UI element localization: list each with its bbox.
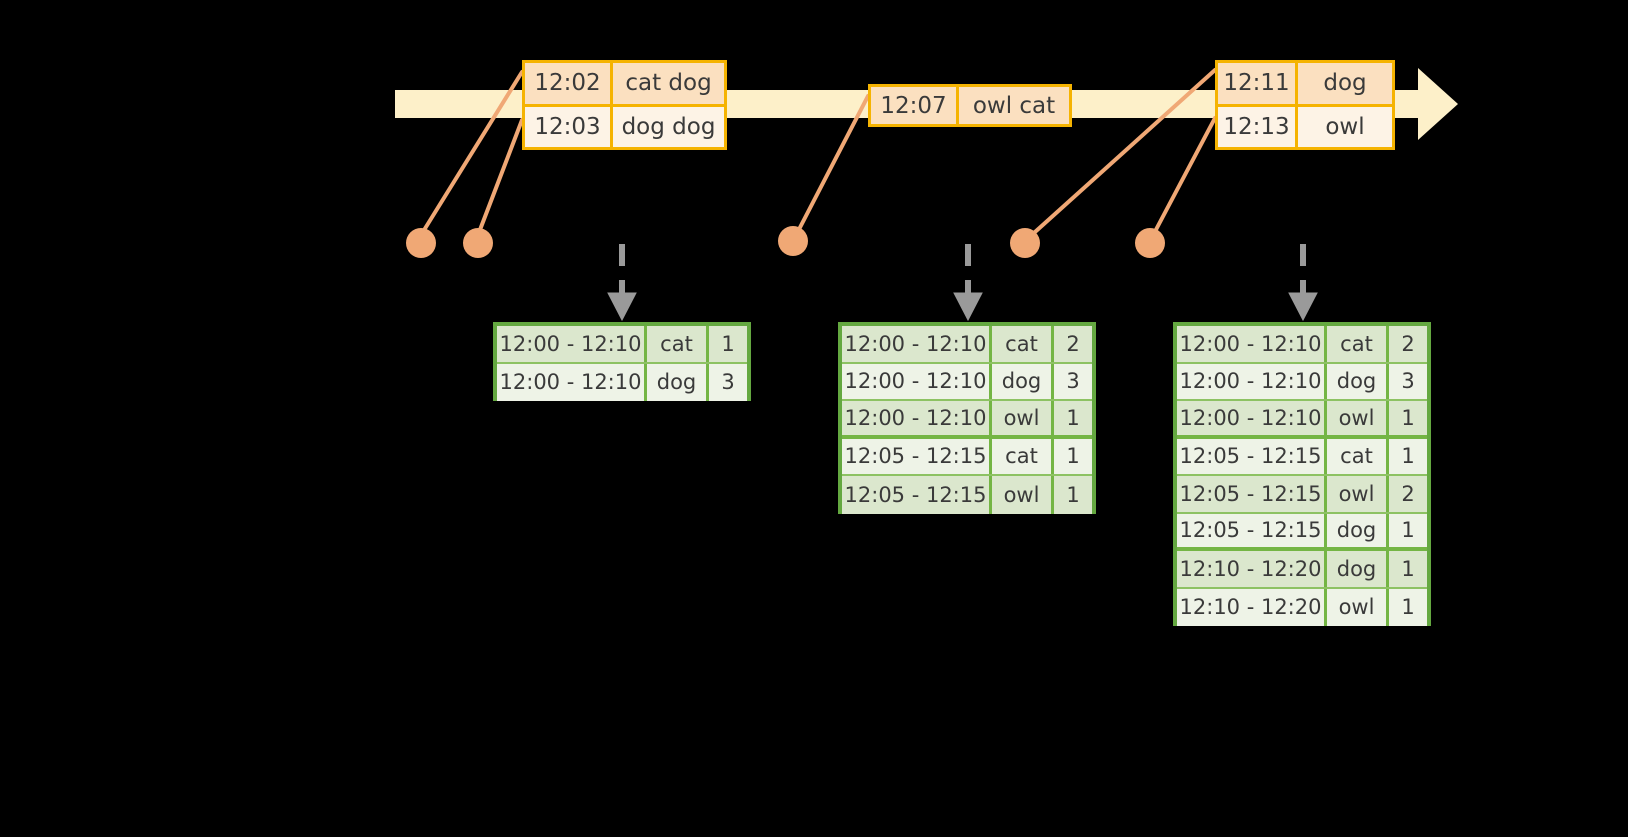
event-value: dog xyxy=(1323,70,1367,97)
key-cell: cat xyxy=(1327,326,1389,362)
window-cell: 12:05 - 12:15 xyxy=(842,476,992,514)
table-row[interactable]: 12:00 - 12:10 dog 3 xyxy=(1177,363,1427,401)
event-row[interactable]: 12:11 dog xyxy=(1218,63,1392,104)
count-cell: 1 xyxy=(1401,518,1415,543)
window-cell: 12:00 - 12:10 xyxy=(1177,326,1327,362)
count-cell: 1 xyxy=(1401,405,1415,430)
event-marker-dots xyxy=(406,226,1165,258)
event-time: 12:02 xyxy=(525,63,613,104)
event-dot-2 xyxy=(463,228,493,258)
table-row[interactable]: 12:00 - 12:10 dog 3 xyxy=(497,363,747,401)
event-time: 12:11 xyxy=(1218,63,1298,104)
emit-arrow-2 xyxy=(953,244,983,322)
key-cell: cat xyxy=(647,326,709,362)
connector-line-3 xyxy=(791,94,870,243)
table-row[interactable]: 12:05 - 12:15 dog 1 xyxy=(1177,513,1427,551)
window-cell: 12:00 - 12:10 xyxy=(842,326,992,362)
count-cell: 3 xyxy=(1066,369,1080,394)
event-row[interactable]: 12:07 owl cat xyxy=(871,87,1069,124)
window-cell: 12:00 - 12:10 xyxy=(497,363,647,401)
count-cell: 1 xyxy=(1066,482,1080,507)
count-cell: 2 xyxy=(1401,481,1415,506)
count-cell: 1 xyxy=(1401,556,1415,581)
emit-arrow-3 xyxy=(1288,244,1318,322)
result-table-2[interactable]: 12:00 - 12:10 cat 2 12:00 - 12:10 dog 3 … xyxy=(838,322,1096,514)
event-dot-1 xyxy=(406,228,436,258)
key-cell: owl xyxy=(1327,476,1389,512)
event-value: owl xyxy=(1325,113,1365,140)
table-row[interactable]: 12:00 - 12:10 cat 2 xyxy=(1177,326,1427,364)
event-dot-3 xyxy=(778,226,808,256)
key-cell: dog xyxy=(647,363,709,401)
table-row[interactable]: 12:00 - 12:10 cat 2 xyxy=(842,326,1092,364)
table-row[interactable]: 12:05 - 12:15 cat 1 xyxy=(1177,438,1427,476)
count-cell: 2 xyxy=(1401,331,1415,356)
event-row[interactable]: 12:02 cat dog xyxy=(525,63,724,104)
window-cell: 12:10 - 12:20 xyxy=(1177,551,1327,587)
result-table-1[interactable]: 12:00 - 12:10 cat 1 12:00 - 12:10 dog 3 xyxy=(493,322,751,401)
connector-line-2 xyxy=(476,118,524,237)
key-cell: dog xyxy=(1327,513,1389,547)
window-cell: 12:00 - 12:10 xyxy=(842,401,992,435)
event-group-3[interactable]: 12:11 dog 12:13 owl xyxy=(1215,60,1395,150)
count-cell: 1 xyxy=(721,331,735,356)
window-cell: 12:00 - 12:10 xyxy=(1177,363,1327,399)
table-row[interactable]: 12:10 - 12:20 dog 1 xyxy=(1177,551,1427,589)
count-cell: 3 xyxy=(1401,369,1415,394)
event-value: cat dog xyxy=(625,70,712,97)
key-cell: owl xyxy=(992,476,1054,514)
emit-arrow-1 xyxy=(607,244,637,322)
table-row[interactable]: 12:00 - 12:10 cat 1 xyxy=(497,326,747,364)
count-cell: 1 xyxy=(1401,595,1415,620)
window-cell: 12:00 - 12:10 xyxy=(1177,401,1327,435)
window-cell: 12:00 - 12:10 xyxy=(497,326,647,362)
event-time: 12:07 xyxy=(871,87,959,124)
key-cell: cat xyxy=(992,326,1054,362)
event-group-2[interactable]: 12:07 owl cat xyxy=(868,84,1072,127)
table-row[interactable]: 12:05 - 12:15 owl 1 xyxy=(842,476,1092,514)
window-cell: 12:05 - 12:15 xyxy=(1177,476,1327,512)
key-cell: dog xyxy=(1327,551,1389,587)
count-cell: 1 xyxy=(1401,444,1415,469)
event-dot-4 xyxy=(1010,228,1040,258)
count-cell: 1 xyxy=(1066,444,1080,469)
event-dot-5 xyxy=(1135,228,1165,258)
event-group-1[interactable]: 12:02 cat dog 12:03 dog dog xyxy=(522,60,727,150)
count-cell: 2 xyxy=(1066,331,1080,356)
table-row[interactable]: 12:05 - 12:15 cat 1 xyxy=(842,438,1092,476)
count-cell: 3 xyxy=(721,370,735,395)
table-row[interactable]: 12:10 - 12:20 owl 1 xyxy=(1177,588,1427,626)
window-cell: 12:05 - 12:15 xyxy=(842,438,992,474)
window-cell: 12:00 - 12:10 xyxy=(842,363,992,399)
event-time: 12:03 xyxy=(525,106,613,147)
result-table-3[interactable]: 12:00 - 12:10 cat 2 12:00 - 12:10 dog 3 … xyxy=(1173,322,1431,626)
key-cell: owl xyxy=(992,401,1054,435)
window-cell: 12:05 - 12:15 xyxy=(1177,438,1327,474)
connector-line-1 xyxy=(419,70,524,237)
table-row[interactable]: 12:00 - 12:10 owl 1 xyxy=(1177,401,1427,439)
key-cell: cat xyxy=(992,438,1054,474)
key-cell: dog xyxy=(1327,363,1389,399)
window-cell: 12:05 - 12:15 xyxy=(1177,513,1327,547)
table-row[interactable]: 12:05 - 12:15 owl 2 xyxy=(1177,476,1427,514)
key-cell: owl xyxy=(1327,401,1389,435)
event-row[interactable]: 12:03 dog dog xyxy=(525,103,724,147)
key-cell: dog xyxy=(992,363,1054,399)
event-time: 12:13 xyxy=(1218,106,1298,147)
count-cell: 1 xyxy=(1066,405,1080,430)
event-row[interactable]: 12:13 owl xyxy=(1218,103,1392,147)
emit-arrows xyxy=(607,244,1318,322)
key-cell: owl xyxy=(1327,588,1389,626)
connector-line-5 xyxy=(1148,116,1217,243)
event-value: owl cat xyxy=(972,92,1056,119)
table-row[interactable]: 12:00 - 12:10 dog 3 xyxy=(842,363,1092,401)
window-cell: 12:10 - 12:20 xyxy=(1177,588,1327,626)
event-value: dog dog xyxy=(621,113,716,140)
key-cell: cat xyxy=(1327,438,1389,474)
table-row[interactable]: 12:00 - 12:10 owl 1 xyxy=(842,401,1092,439)
